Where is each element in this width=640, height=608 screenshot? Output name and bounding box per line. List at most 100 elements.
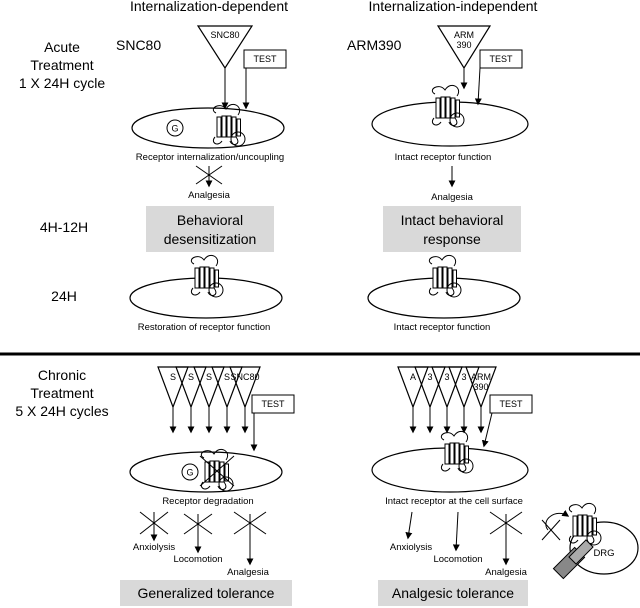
- acute-left-result-line1: Behavioral: [177, 212, 243, 228]
- chronic-left-cell: [129, 451, 283, 493]
- chronic-left-cell-caption: Receptor degradation: [162, 496, 253, 507]
- acute-arm390-triangle-label-2: 390: [456, 40, 471, 50]
- acute-right-receptor-icon: [431, 84, 465, 128]
- acute-left-24h-caption: Restoration of receptor function: [138, 322, 271, 333]
- chronic-side-label: Chronic Treatment 5 X 24H cycles: [15, 367, 108, 419]
- acute-left-cell: [131, 107, 285, 149]
- acute-label-line1: Acute: [44, 39, 80, 55]
- chronic-left-analgesia-cross-b: [233, 511, 267, 535]
- chronic-right-triangles-triangle-1: [397, 366, 429, 409]
- chronic-left-result-box: [120, 580, 292, 606]
- chronic-right-result-box: [378, 580, 528, 606]
- chronic-left-triangles-triangle-label-3: S: [206, 372, 212, 382]
- chronic-left-triangles-triangle-label-1: S: [170, 372, 176, 382]
- chronic-right-result: Analgesic tolerance: [392, 585, 514, 601]
- chronic-left-outcome-analgesia: Analgesia: [227, 567, 269, 578]
- chronic-right-triangles-triangle-3: [431, 366, 463, 409]
- chronic-right-test-box: [489, 394, 533, 414]
- acute-left-result-line2: desensitization: [164, 231, 257, 247]
- drg-label: DRG: [593, 548, 614, 559]
- drg-curved-arrow-icon: [545, 509, 570, 531]
- acute-label-line2: Treatment: [30, 57, 93, 73]
- acute-snc80-triangle-label: SNC80: [210, 30, 239, 40]
- chronic-right-triangles-triangle-label-1: A: [410, 372, 416, 382]
- time-label-24h: 24H: [51, 288, 77, 304]
- chronic-left-outcome-anxiolysis: Anxiolysis: [133, 542, 175, 553]
- chronic-left-triangles-triangle-1: [157, 366, 189, 409]
- chronic-left-triangles-triangle-label-5: SNC80: [230, 372, 259, 382]
- chronic-right-triangles-triangle-2: [414, 366, 446, 409]
- acute-right-24h-receptor-icon: [428, 254, 462, 298]
- chronic-left-triangles-triangle-5: [229, 366, 261, 409]
- chronic-right-triangles-triangle-label-3: 3: [444, 372, 449, 382]
- chronic-label-line3: 5 X 24H cycles: [15, 403, 108, 419]
- acute-arm390-triangle: [436, 25, 492, 70]
- acute-left-receptor-icon: [212, 103, 246, 147]
- chronic-left-receptor-icon: [200, 448, 234, 492]
- chronic-left-anxiolysis-cross-b: [139, 511, 169, 535]
- chronic-left-test-box: [251, 394, 295, 414]
- chronic-right-triangles-triangle-4: [448, 366, 480, 409]
- acute-right-result-box: [383, 206, 521, 252]
- acute-left-test-label: TEST: [253, 54, 277, 64]
- chronic-left-g-label: G: [186, 468, 193, 478]
- chronic-right-outcome-analgesia: Analgesia: [485, 567, 527, 578]
- chronic-right-anxiolysis-arrow: [405, 511, 413, 540]
- acute-snc80-triangle: [196, 25, 254, 70]
- chronic-left-g-protein: [181, 463, 199, 481]
- chronic-left-degradation-cross-b: [199, 455, 235, 487]
- acute-left-result-box: [146, 206, 274, 252]
- chronic-right-locomotion-arrow: [452, 511, 460, 552]
- drg-cell-outline: [569, 521, 639, 575]
- chronic-arm390-triangle-stack: A 3 3 3 ARM390: [397, 366, 497, 434]
- acute-left-24h-receptor-icon: [190, 254, 224, 298]
- acute-left-cross-b: [195, 165, 223, 185]
- chronic-right-triangles-triangle-sublabel: 390: [473, 382, 488, 392]
- chronic-right-analgesia-cross-b: [489, 511, 523, 535]
- chronic-right-outcome-anxiolysis: Anxiolysis: [390, 542, 432, 553]
- acute-left-test-box: [243, 49, 287, 69]
- acute-label-line3: 1 X 24H cycle: [19, 75, 106, 91]
- chronic-left-outcome-locomotion: Locomotion: [173, 554, 222, 565]
- drg-cross-b: [541, 519, 561, 541]
- acute-right-test-arrow: [474, 67, 482, 106]
- drg-receptor-icon: [568, 502, 602, 546]
- acute-left-g-label: G: [171, 124, 178, 134]
- chronic-right-outcome-locomotion: Locomotion: [433, 554, 482, 565]
- chronic-right-triangles-triangle-5: [465, 366, 497, 409]
- acute-right-cell-caption: Intact receptor function: [395, 152, 492, 163]
- acute-left-cell-caption: Receptor internalization/uncoupling: [136, 152, 284, 163]
- chronic-left-triangles-triangle-label-4: S: [224, 372, 230, 382]
- chronic-right-triangles-triangle-label-5: ARM: [471, 372, 491, 382]
- chronic-left-triangles-triangle-2: [175, 366, 207, 409]
- acute-right-test-box: [479, 49, 523, 69]
- drg-cell: DRG: [541, 502, 639, 580]
- header-internalization-independent: Internalization-independent: [369, 0, 538, 14]
- chronic-right-triangles-triangle-label-2: 3: [427, 372, 432, 382]
- chronic-left-triangles-triangle-label-2: S: [188, 372, 194, 382]
- chronic-right-cell-caption: Intact receptor at the cell surface: [385, 496, 523, 507]
- acute-right-result-line2: response: [423, 231, 481, 247]
- chronic-right-test-arrow: [481, 412, 493, 448]
- acute-arm390-label: ARM390: [347, 37, 402, 53]
- acute-left-outcome: Analgesia: [188, 190, 230, 201]
- chronic-left-result: Generalized tolerance: [138, 585, 275, 601]
- chronic-label-line2: Treatment: [30, 385, 93, 401]
- acute-right-outcome: Analgesia: [431, 192, 473, 203]
- acute-side-label: Acute Treatment 1 X 24H cycle: [19, 39, 106, 91]
- acute-right-result-line1: Intact behavioral: [401, 212, 504, 228]
- header-internalization-dependent: Internalization-dependent: [130, 0, 288, 14]
- chronic-label-line1: Chronic: [38, 367, 86, 383]
- chronic-left-locomotion-cross-b: [183, 513, 213, 535]
- acute-right-test-label: TEST: [489, 54, 513, 64]
- chronic-right-triangles-triangle-label-4: 3: [461, 372, 466, 382]
- time-label-4h-12h: 4H-12H: [40, 219, 88, 235]
- chronic-left-triangles-triangle-4: [211, 366, 243, 409]
- drg-channel-icon-2: [568, 539, 594, 565]
- chronic-right-test-label: TEST: [499, 399, 523, 409]
- acute-snc80-label: SNC80: [116, 37, 161, 53]
- acute-right-24h-caption: Intact receptor function: [394, 322, 491, 333]
- chronic-right-receptor-icon: [440, 430, 474, 474]
